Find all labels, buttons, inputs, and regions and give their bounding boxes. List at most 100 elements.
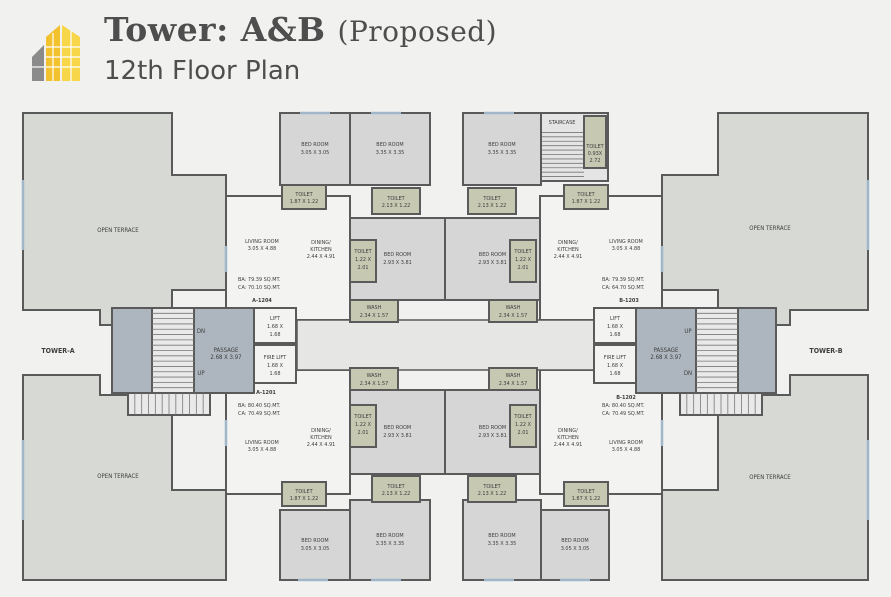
toilet-a1204-2-label: TOILET (386, 196, 405, 202)
bedroom-b1203-2 (462, 112, 542, 186)
toilet-a1201-3-dim2: 2.01 (357, 430, 368, 436)
bedroom-b1202-3-dim: 2.93 X 3.81 (478, 433, 507, 439)
toilet-b1203-1-dim: 1.87 X 1.22 (572, 199, 601, 205)
toilet-a1204-3-dim2: 2.01 (357, 265, 368, 271)
dining-label-A-1201: DINING/ (311, 428, 331, 434)
bedroom-a1201-1 (279, 509, 351, 581)
tower-b-label: TOWER-B (809, 347, 842, 355)
toilet-b1203-1-label: TOILET (576, 192, 595, 198)
staircase-toilet-dim1: 0.93X (588, 151, 603, 157)
balcony-steps-a-lines (134, 393, 204, 415)
dining-label-B-1203: DINING/ (558, 240, 578, 246)
fire-lift-b (593, 344, 637, 384)
stair-b-up-label: UP (684, 328, 692, 335)
terrace-label-bottom-left: OPEN TERRACE (97, 473, 139, 480)
toilet-a1204-3-dim1: 1.22 X (355, 257, 372, 263)
bedroom-b1202-1-dim: 3.05 X 3.05 (561, 546, 590, 552)
toilet-a1201-3-dim1: 1.22 X (355, 422, 372, 428)
toilet-a1204-2-dim: 2.13 X 1.22 (382, 203, 411, 209)
toilet-b1202-1 (563, 481, 609, 507)
tower-logo-icon (32, 25, 80, 81)
living-room-b1203 (539, 195, 663, 321)
bedroom-a1201-2 (349, 499, 431, 581)
toilet-a1201-2-dim: 2.13 X 1.22 (382, 491, 411, 497)
bedroom-b1203-3-dim: 2.93 X 3.81 (478, 260, 507, 266)
toilet-b1203-1 (563, 184, 609, 210)
kitchen-dim-A-1201: 2.44 X 4.91 (307, 442, 336, 448)
bedroom-a1201-3-label: BED ROOM (384, 425, 411, 431)
toilet-b1203-2-dim: 2.13 X 1.22 (478, 203, 507, 209)
toilet-b1202-2-label: TOILET (482, 484, 501, 490)
area-ba-a1204: BA: 79.39 SQ.MT. (238, 277, 281, 283)
toilet-a1201-3-label: TOILET (353, 414, 372, 420)
bedroom-b1203-3-label: BED ROOM (479, 252, 506, 258)
staircase-toilet-dim2: 2.72 (589, 158, 600, 164)
toilet-a1204-3-label: TOILET (353, 249, 372, 255)
wash-a1201 (349, 367, 399, 391)
kitchen-label-A-1204: KITCHEN (310, 247, 332, 253)
page-title: Tower: A&B (Proposed) (104, 10, 498, 49)
unit-id-b1203: B-1203 (619, 298, 639, 304)
wash-a1204-dim: 2.34 X 1.57 (360, 313, 389, 319)
terrace-bottom-right (661, 374, 869, 581)
bedroom-b1202-1-label: BED ROOM (561, 538, 588, 544)
fire-lift-a-dim2: 1.68 (269, 371, 280, 377)
toilet-b1202-1-dim: 1.87 X 1.22 (572, 496, 601, 502)
staircase-toilet (583, 115, 607, 169)
toilet-b1202-3-label: TOILET (513, 414, 532, 420)
area-ca-a1204: CA: 70.10 SQ.MT. (238, 285, 281, 291)
toilet-a1201-1-label: TOILET (294, 489, 313, 495)
lift-b-dim2: 1.68 (609, 332, 620, 338)
toilet-b1203-3 (509, 239, 537, 283)
terrace-top-right (661, 112, 869, 326)
toilet-a1204-1-dim: 1.87 X 1.22 (290, 199, 319, 205)
lift-a-dim1: 1.68 X (267, 324, 284, 330)
wash-a1201-dim: 2.34 X 1.57 (360, 381, 389, 387)
kitchen-dim-A-1204: 2.44 X 4.91 (307, 254, 336, 260)
bedroom-a1204-1 (279, 112, 351, 186)
toilet-b1203-3-dim2: 2.01 (517, 265, 528, 271)
terrace-bottom-left (22, 374, 227, 581)
bedroom-a1204-3-label: BED ROOM (384, 252, 411, 258)
lift-b-dim1: 1.68 X (607, 324, 624, 330)
passage-a-dim: 2.68 X 3.97 (210, 354, 241, 361)
wash-a1201-label: WASH (367, 373, 382, 379)
toilet-b1202-3-dim1: 1.22 X (515, 422, 532, 428)
unit-id-a1201: A-1201 (256, 390, 276, 396)
area-ca-b1202: CA: 70.49 SQ.MT. (602, 411, 645, 417)
title-suffix: (Proposed) (337, 15, 498, 48)
wash-b1203 (488, 299, 538, 323)
toilet-a1204-1-label: TOILET (294, 192, 313, 198)
stair-a-up-label: UP (197, 370, 205, 377)
fire-lift-a-dim1: 1.68 X (267, 363, 284, 369)
area-ba-b1202: BA: 80.40 SQ.MT. (602, 403, 645, 409)
balcony-steps-b-lines (686, 393, 756, 415)
bedroom-b1202-2-label: BED ROOM (488, 533, 515, 539)
bedroom-a1204-2-dim: 3.35 X 3.35 (376, 150, 405, 156)
bedroom-b1203-2-dim: 3.35 X 3.35 (488, 150, 517, 156)
living-label-A-1204: LIVING ROOM (245, 239, 279, 245)
bedroom-a1204-3-dim: 2.93 X 3.81 (383, 260, 412, 266)
toilet-b1202-2 (467, 475, 517, 503)
area-ca-a1201: CA: 70.49 SQ.MT. (238, 411, 281, 417)
living-dim-B-1202: 3.05 X 4.88 (612, 447, 641, 453)
staircase-top-treads (540, 132, 584, 177)
wash-b1202-label: WASH (506, 373, 521, 379)
toilet-a1201-1-dim: 1.87 X 1.22 (290, 496, 319, 502)
lift-b-label: LIFT (610, 316, 621, 322)
bedroom-a1204-2 (349, 112, 431, 186)
tower-a-label: TOWER-A (41, 347, 74, 355)
lift-b (593, 307, 637, 344)
terrace-top-left (22, 112, 227, 326)
wash-b1202 (488, 367, 538, 391)
living-dim-B-1203: 3.05 X 4.88 (612, 246, 641, 252)
kitchen-dim-B-1202: 2.44 X 4.91 (554, 442, 583, 448)
bedroom-a1201-2-dim: 3.35 X 3.35 (376, 541, 405, 547)
dining-label-A-1204: DINING/ (311, 240, 331, 246)
kitchen-label-B-1202: KITCHEN (557, 435, 579, 441)
area-ba-b1203: BA: 79.39 SQ.MT. (602, 277, 645, 283)
bedroom-a1201-1-label: BED ROOM (301, 538, 328, 544)
living-label-A-1201: LIVING ROOM (245, 440, 279, 446)
living-label-B-1203: LIVING ROOM (609, 239, 643, 245)
